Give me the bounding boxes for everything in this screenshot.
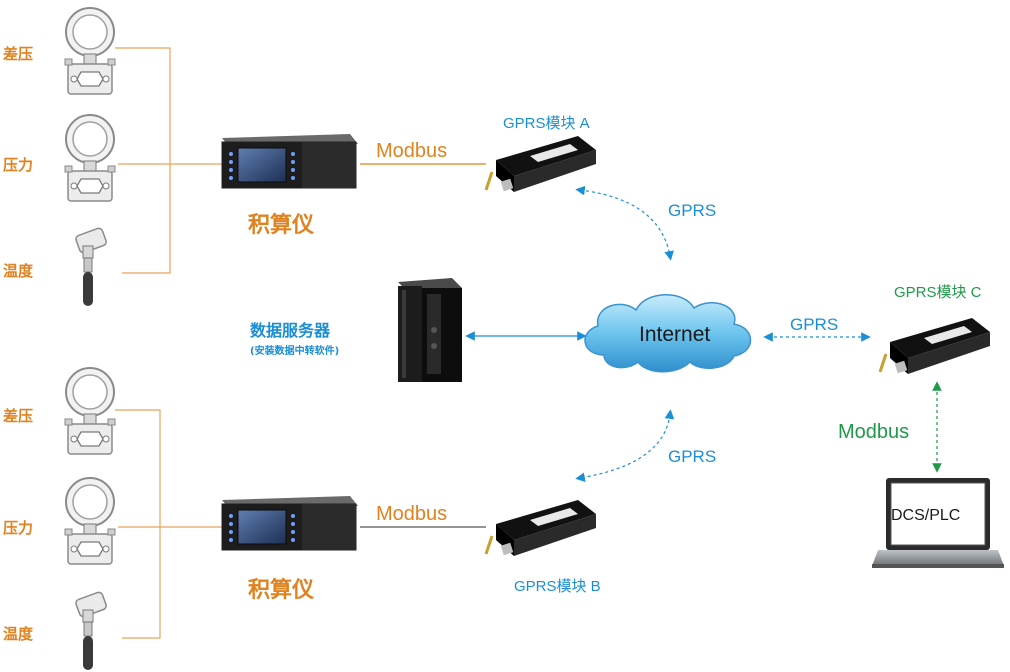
sensor-label: 压力 <box>3 156 33 174</box>
temperature-probe-icon <box>74 590 109 671</box>
gprs-label-b: GPRS <box>668 447 716 466</box>
gprs-module-a-label: GPRS模块 A <box>503 115 590 132</box>
differential-pressure-transmitter-icon <box>64 367 116 455</box>
gprs-link-b <box>575 409 675 482</box>
integrator-label-a: 积算仪 <box>248 212 315 238</box>
modbus-label-b: Modbus <box>376 503 447 525</box>
server-subtitle: (安装数据中转软件) <box>250 344 339 357</box>
modbus-label-c: Modbus <box>838 421 909 443</box>
pressure-transmitter-icon <box>64 114 116 202</box>
differential-pressure-transmitter-icon <box>64 7 116 95</box>
internet-label: Internet <box>639 323 710 346</box>
integrator-device-b <box>221 495 359 551</box>
sensor-bus-line <box>115 47 171 274</box>
gprs-link-a <box>575 185 674 261</box>
server-title: 数据服务器 <box>250 321 331 340</box>
sensor-label: 差压 <box>3 407 33 425</box>
integrator-device-a <box>221 133 359 189</box>
gprs-module-a-icon <box>484 134 598 194</box>
gprs-label-a: GPRS <box>668 201 716 220</box>
gprs-module-b-icon <box>484 498 598 558</box>
laptop-dcs-icon <box>872 478 1004 568</box>
modbus-label-a: Modbus <box>376 140 447 162</box>
pressure-transmitter-icon <box>64 477 116 565</box>
dcs-plc-label: DCS/PLC <box>891 507 960 524</box>
sensor-label: 压力 <box>3 519 33 537</box>
internet-cloud-icon <box>584 294 752 373</box>
sensor-group-a: 差压 压力 温度 <box>3 7 222 307</box>
temperature-probe-icon <box>74 226 109 307</box>
gprs-module-c-label: GPRS模块 C <box>894 284 982 301</box>
gprs-module-c-icon <box>878 316 992 376</box>
gprs-label-c: GPRS <box>790 315 838 334</box>
data-server-icon <box>398 278 462 382</box>
sensor-bus-line <box>115 409 161 639</box>
sensor-label: 温度 <box>3 625 34 643</box>
sensor-group-b: 差压 压力 温度 <box>3 367 222 671</box>
gprs-module-b-label: GPRS模块 B <box>514 578 601 595</box>
sensor-label: 差压 <box>3 45 33 63</box>
integrator-label-b: 积算仪 <box>248 577 315 603</box>
sensor-label: 温度 <box>3 262 34 280</box>
